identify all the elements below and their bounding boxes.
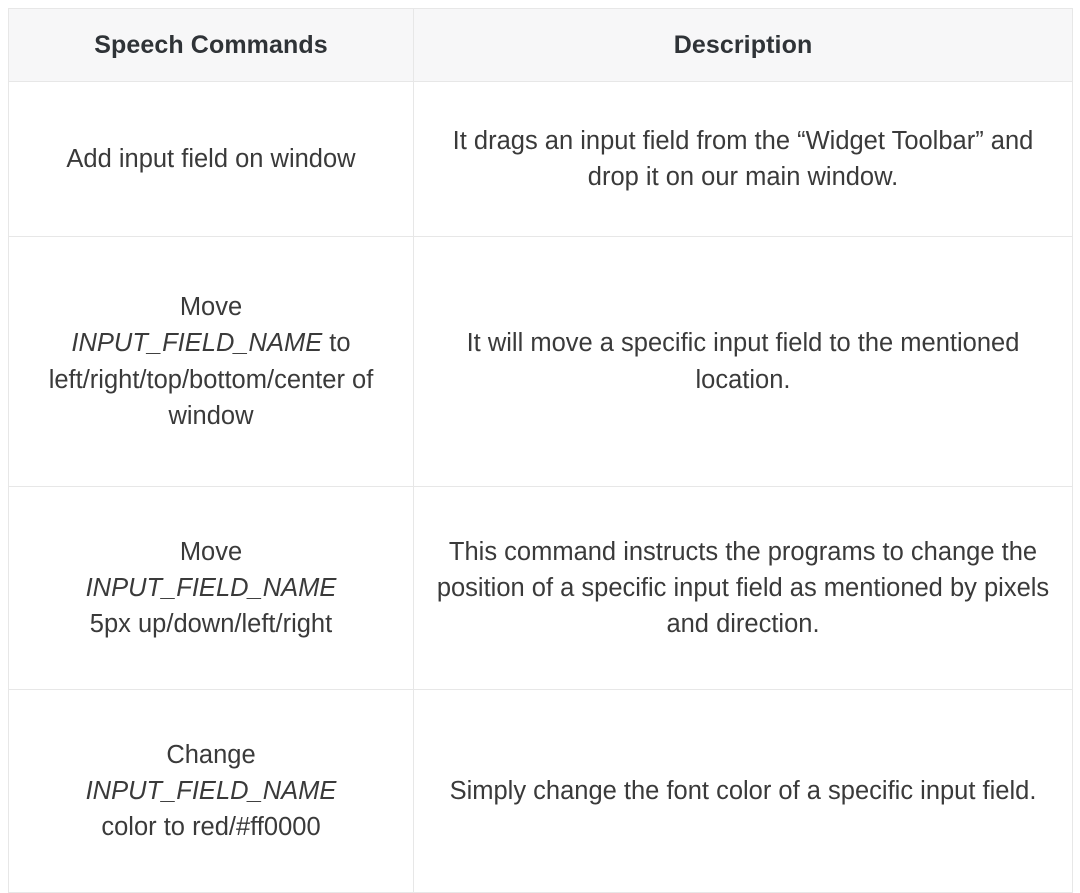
input-field-name-token: INPUT_FIELD_NAME xyxy=(85,573,337,602)
command-line: Move xyxy=(17,289,405,325)
table-header: Speech Commands Description xyxy=(8,8,1073,82)
command-line: Add input field on window xyxy=(17,141,405,177)
command-line: INPUT_FIELD_NAME xyxy=(17,773,405,809)
command-line: Move xyxy=(17,534,405,570)
command-text-token: Move xyxy=(179,293,243,322)
cell-description: This command instructs the programs to c… xyxy=(413,486,1073,690)
cell-description: Simply change the font color of a specif… xyxy=(413,689,1073,893)
cell-description: It drags an input field from the “Widget… xyxy=(413,81,1073,237)
command-line: Change xyxy=(17,737,405,773)
command-line: 5px up/down/left/right xyxy=(17,606,405,642)
command-text-token: Add input field on window xyxy=(66,144,356,173)
command-text-token: to xyxy=(322,329,351,358)
command-line: INPUT_FIELD_NAME to xyxy=(17,325,405,361)
input-field-name-token: INPUT_FIELD_NAME xyxy=(85,776,337,805)
command-line: left/right/top/bottom/center of window xyxy=(17,362,405,434)
table-row: Add input field on window It drags an in… xyxy=(8,81,1073,237)
input-field-name-token: INPUT_FIELD_NAME xyxy=(71,329,323,358)
command-text-token: 5px up/down/left/right xyxy=(89,610,333,639)
cell-description: It will move a specific input field to t… xyxy=(413,236,1073,487)
speech-commands-table: Speech Commands Description Add input fi… xyxy=(8,8,1073,893)
table-header-row: Speech Commands Description xyxy=(8,8,1073,82)
column-header-speech-commands: Speech Commands xyxy=(8,8,414,82)
commands-table-container: Speech Commands Description Add input fi… xyxy=(8,8,1073,893)
column-header-description: Description xyxy=(413,8,1073,82)
command-text-token: Change xyxy=(166,740,256,769)
command-line: INPUT_FIELD_NAME xyxy=(17,570,405,606)
table-body: Add input field on window It drags an in… xyxy=(8,81,1073,893)
cell-speech-command: Add input field on window xyxy=(8,81,414,237)
command-text-token: color to red/#ff0000 xyxy=(101,813,321,842)
command-text-token: Move xyxy=(179,537,243,566)
command-text-token: left/right/top/bottom/center of window xyxy=(48,365,374,430)
command-line: color to red/#ff0000 xyxy=(17,809,405,845)
